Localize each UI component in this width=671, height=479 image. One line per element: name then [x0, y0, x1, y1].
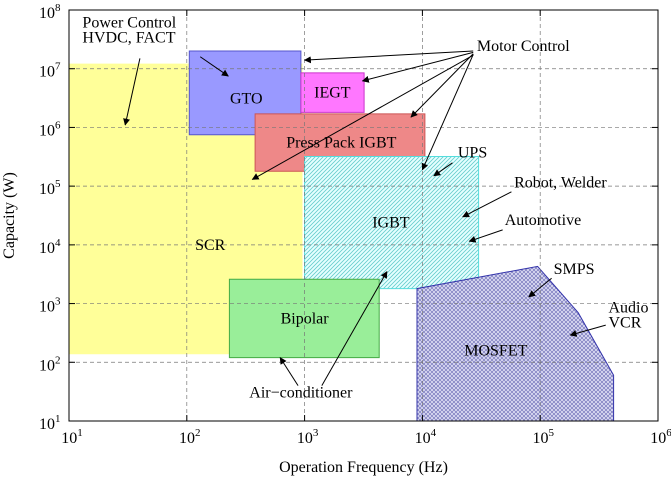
y-tick-label: 103	[39, 296, 61, 316]
annotation-air-conditioner: Air−conditioner	[249, 385, 353, 402]
annotation-arrow	[410, 53, 474, 118]
annotation-automotive: Automotive	[505, 212, 581, 229]
y-axis-label: Capacity (W)	[1, 172, 18, 259]
y-tick-label: 104	[39, 237, 61, 257]
x-tick-label: 101	[61, 427, 83, 447]
annotation-arrow	[123, 58, 141, 126]
x-tick-label: 106	[650, 427, 671, 447]
annotation-arrow	[279, 357, 299, 386]
annotation-arrow	[433, 162, 453, 177]
y-tick-label: 108	[39, 2, 61, 22]
annotation-arrow	[199, 56, 229, 77]
y-tick-label: 102	[39, 354, 61, 374]
x-tick-label: 105	[532, 427, 554, 447]
device-regions	[68, 50, 615, 422]
y-tick-label: 106	[39, 119, 61, 139]
region-label-iegt: IEGT	[314, 85, 351, 102]
region-label-scr: SCR	[195, 237, 226, 254]
annotation-arrow	[528, 277, 552, 298]
region-label-bipolar: Bipolar	[281, 310, 330, 327]
annotation-arrow	[462, 191, 512, 218]
x-tick-label: 104	[415, 427, 437, 447]
annotation-audio: Audio	[608, 300, 648, 317]
annotation-smps: SMPS	[554, 261, 595, 278]
y-tick-label: 107	[39, 61, 61, 81]
region-label-mosfet: MOSFET	[464, 342, 527, 359]
x-axis-label: Operation Frequency (Hz)	[279, 459, 448, 476]
y-tick-label: 105	[39, 178, 61, 198]
annotation-power-control: HVDC, FACT	[82, 30, 175, 47]
annotation-arrow	[468, 229, 503, 243]
region-iegt	[300, 72, 365, 113]
region-labels: SCR GTO Press Pack IGBT IEGT IGBT BipolarMOSF…	[195, 85, 528, 360]
annotation-power-control: Power Control	[82, 15, 176, 32]
annotation-robot-welder: Robot, Welder	[514, 174, 607, 191]
annotation-audio: VCR	[608, 315, 641, 332]
grid	[69, 10, 658, 421]
annotation-arrow	[303, 50, 474, 64]
y-tick-label: 101	[39, 413, 61, 433]
annotation-arrow	[251, 54, 474, 180]
annotation-arrow	[361, 51, 474, 83]
x-tick-label: 103	[297, 427, 319, 447]
region-label-press-pack-igbt: Press Pack IGBT	[286, 135, 396, 152]
annotation-arrow	[421, 54, 474, 171]
plot-frame	[68, 9, 659, 422]
region-label-gto: GTO	[230, 91, 263, 108]
axes: 101 102 103 104 105 106 101 102 103 104 105 106 107 1…	[39, 2, 671, 447]
annotation-arrow	[569, 324, 606, 337]
x-tick-label: 102	[179, 427, 201, 447]
annotation-motor-control: Motor Control	[477, 38, 570, 55]
annotation-arrow	[321, 271, 388, 386]
region-label-igbt: IGBT	[372, 215, 410, 232]
annotation-ups: UPS	[458, 144, 487, 161]
